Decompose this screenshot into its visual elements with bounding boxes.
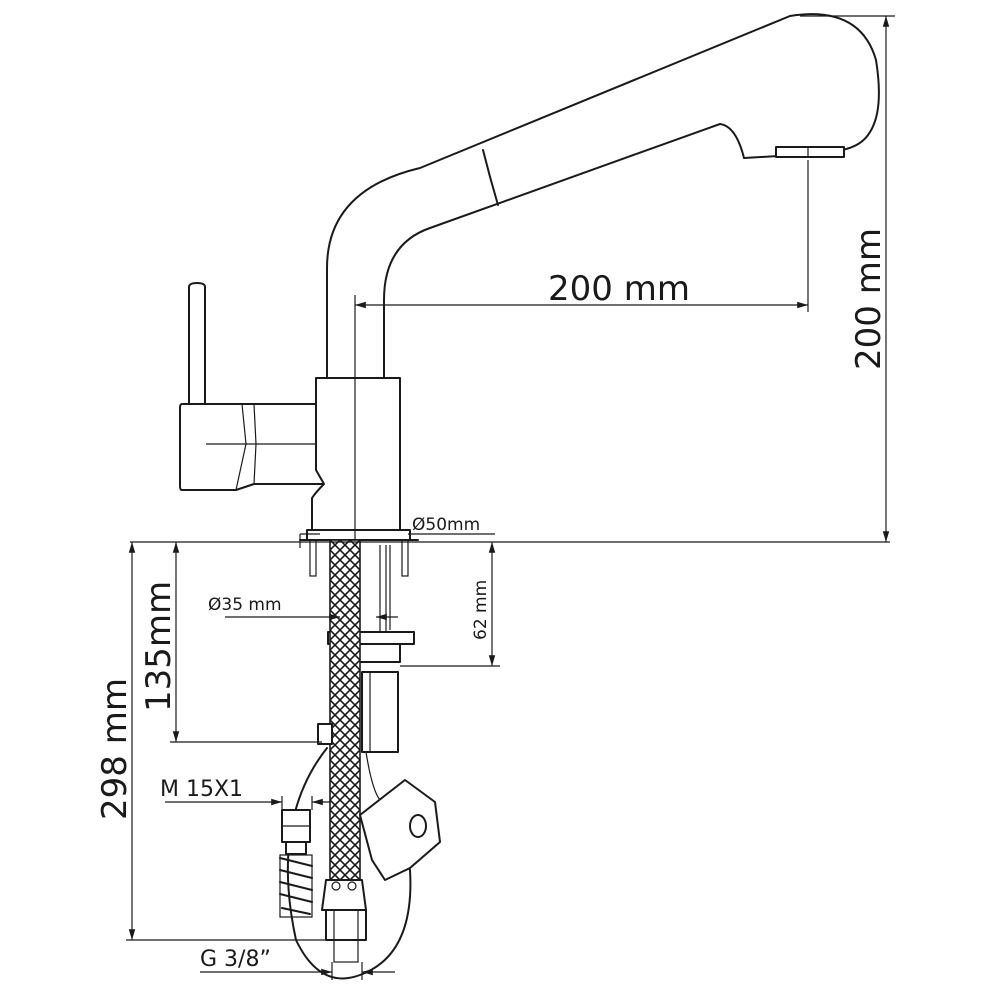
- faucet-column: [311, 377, 401, 531]
- faucet-body: [179, 13, 880, 541]
- base-diameter-label: Ø50mm: [412, 515, 480, 535]
- mount-diameter-label: Ø35 mm: [208, 595, 282, 615]
- braided-hose: [329, 539, 361, 881]
- spout: [326, 13, 880, 379]
- spout-reach-label: 200 mm: [548, 269, 690, 309]
- spray-nozzle: [775, 146, 845, 158]
- hose-end-fitting: [321, 879, 367, 911]
- hose-depth-label: 135mm: [139, 581, 179, 712]
- under-counter-assembly: [279, 539, 441, 980]
- hose-weight: [359, 779, 441, 881]
- mount-depth-label: 62 mm: [471, 580, 491, 640]
- supply-nut: [325, 909, 367, 941]
- dimension-lines: [126, 15, 895, 980]
- thread-supply-label: G 3/8”: [200, 947, 271, 972]
- hose-connector: [361, 671, 399, 753]
- base-plate: [306, 529, 411, 541]
- spout-height-label: 200 mm: [849, 228, 889, 370]
- total-depth-label: 298 mm: [95, 678, 135, 820]
- dimension-labels: 200 mm 200 mm Ø50mm Ø35 mm 62 mm 135mm 2…: [95, 228, 889, 972]
- thread-pullout-label: M 15X1: [160, 777, 243, 802]
- thread-spring: [279, 857, 313, 915]
- lever-handle: [188, 282, 206, 405]
